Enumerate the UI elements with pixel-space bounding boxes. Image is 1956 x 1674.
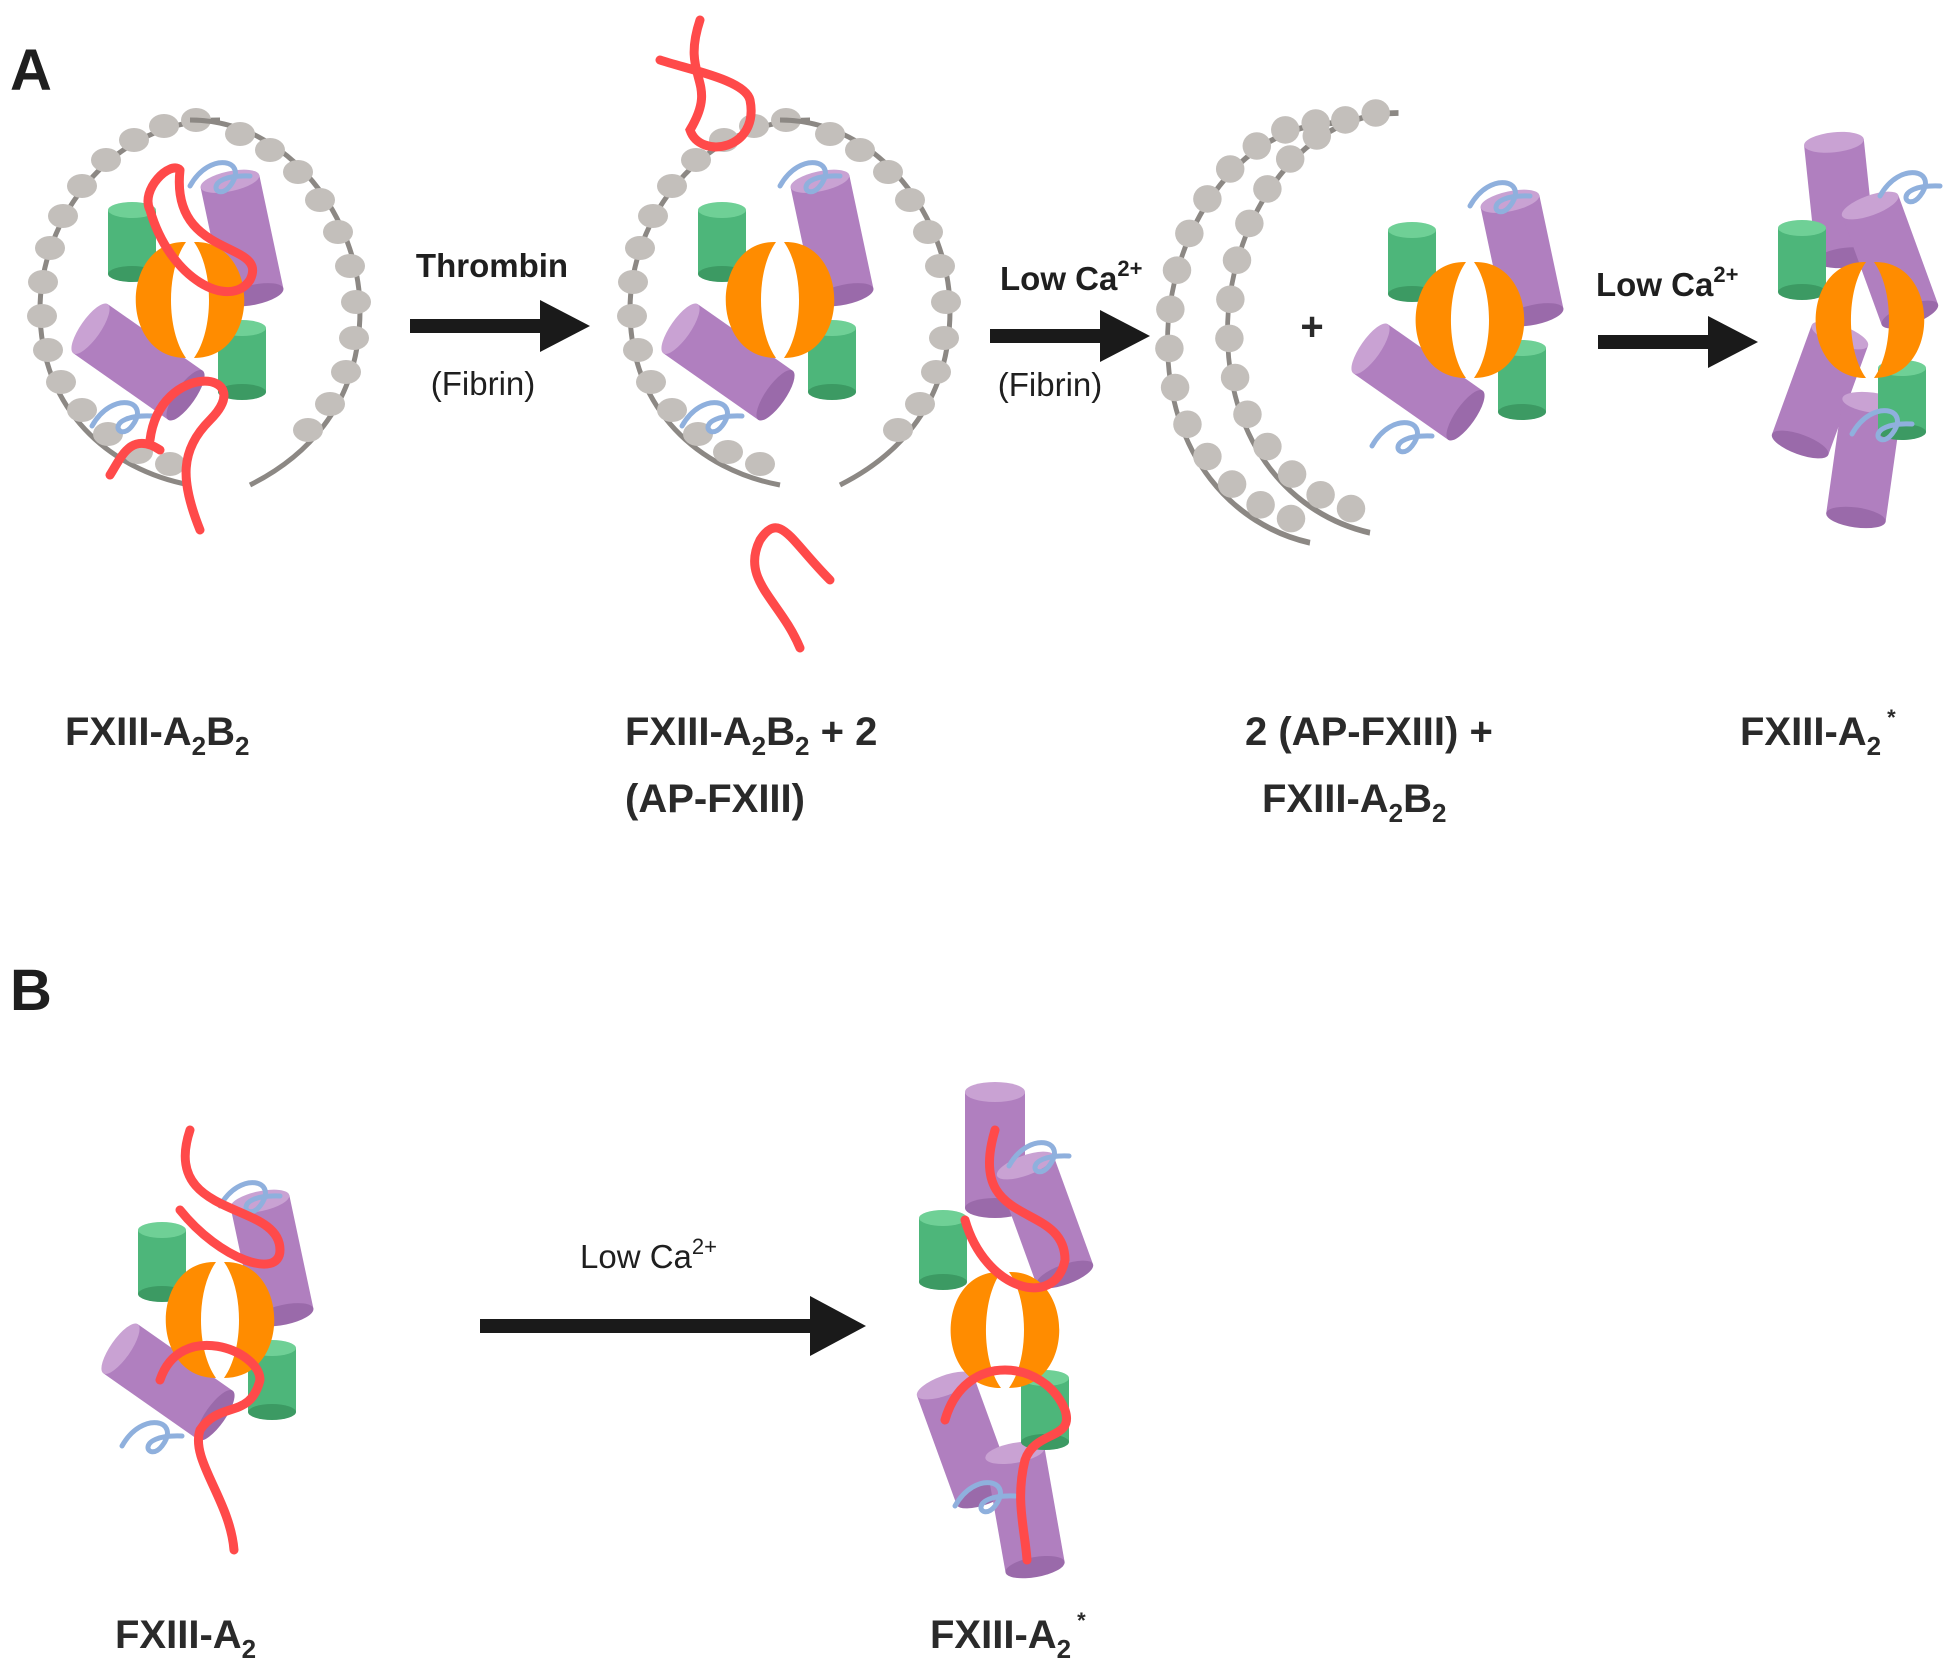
activation-peptide-bottom (750, 523, 835, 653)
caption-a2b2-plus-ap: FXIII-A2B2 + 2 (625, 710, 877, 761)
caption-ap-fxiii: (AP-FXIII) (625, 777, 805, 821)
fxiii-a2b2-zymogen (27, 108, 371, 535)
caption-a2b2-b: FXIII-A2B2 (1262, 777, 1447, 828)
fxiii-a2-cellular (95, 1125, 315, 1555)
fxiii-a2-released (1345, 183, 1565, 452)
plus-sign: + (1300, 305, 1323, 349)
caption-b-a2-star: FXIII-A2* (930, 1608, 1086, 1664)
arrow-low-ca-2 (1598, 316, 1758, 368)
fxiii-a2-star-activated (1768, 129, 1942, 532)
arrow-low-ca-label: Low Ca2+ (1000, 256, 1142, 297)
arrow-low-ca-b (480, 1296, 866, 1356)
b-subunit-dimer (1155, 99, 1398, 543)
arrow-low-ca-fibrin (990, 310, 1150, 362)
caption-ap-plus: 2 (AP-FXIII) + (1245, 710, 1493, 754)
panel-letter-a: A (10, 38, 52, 103)
fxiii-a2b2-cleaved (617, 108, 961, 485)
arrow-thrombin (410, 300, 590, 352)
panel-letter-b: B (10, 958, 52, 1023)
arrow-thrombin-sublabel: (Fibrin) (431, 365, 536, 402)
caption-b-a2: FXIII-A2 (115, 1613, 256, 1664)
arrow-low-ca-2-label: Low Ca2+ (1596, 262, 1738, 303)
caption-a2-star: FXIII-A2* (1740, 705, 1896, 761)
arrow-thrombin-label: Thrombin (416, 247, 568, 284)
caption-a2b2: FXIII-A2B2 (65, 710, 250, 761)
arrow-low-ca-sublabel: (Fibrin) (998, 366, 1103, 403)
fxiii-a2-star-b (913, 1082, 1097, 1583)
activation-peptide-top (655, 15, 756, 152)
arrow-low-ca-b-label: Low Ca2+ (580, 1234, 717, 1275)
